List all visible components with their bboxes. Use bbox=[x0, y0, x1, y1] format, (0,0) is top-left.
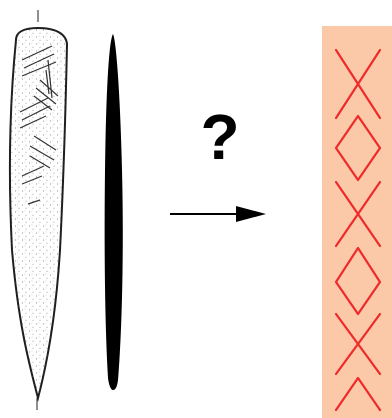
right-arrow-icon bbox=[170, 206, 266, 222]
arrow-head bbox=[236, 206, 266, 222]
question-mark: ? bbox=[190, 102, 250, 172]
pattern-panel bbox=[322, 26, 392, 418]
engraved-artifact-drawing bbox=[10, 10, 67, 410]
artifact-stipple bbox=[10, 28, 67, 398]
side-profile-silhouette bbox=[105, 34, 123, 390]
